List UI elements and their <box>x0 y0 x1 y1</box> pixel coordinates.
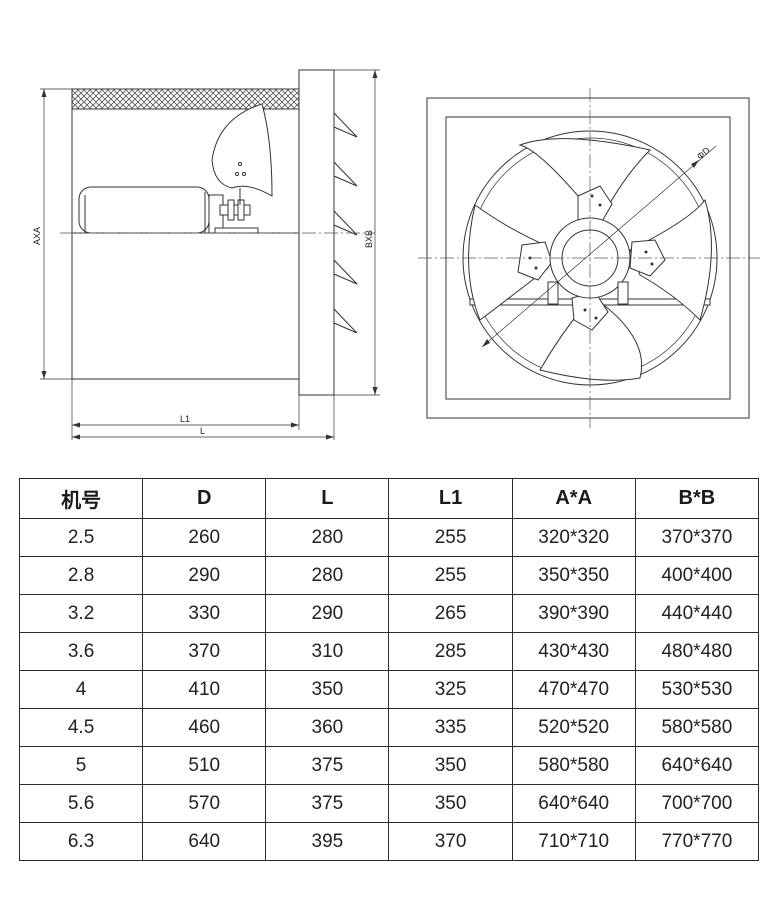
header-bxb: B*B <box>634 478 760 519</box>
table-cell: 770*770 <box>634 822 760 861</box>
table-cell: 375 <box>265 746 390 785</box>
table-cell: 520*520 <box>511 708 636 747</box>
table-cell: 260 <box>142 518 267 557</box>
table-cell: 350*350 <box>511 556 636 595</box>
table-cell: 640 <box>142 822 267 861</box>
spec-table: 机号 D L L1 A*A B*B 2.5 260 280 255 320*32… <box>18 478 760 861</box>
table-cell: 580*580 <box>511 746 636 785</box>
table-cell: 290 <box>265 594 390 633</box>
fan-technical-drawing: AXA BXB L1 L <box>32 69 760 440</box>
table-cell: 480*480 <box>634 632 760 671</box>
table-cell: 310 <box>265 632 390 671</box>
header-d: D <box>142 478 267 519</box>
table-row: 2.5 260 280 255 320*320 370*370 <box>18 518 760 557</box>
table-cell: 370*370 <box>634 518 760 557</box>
table-cell: 410 <box>142 670 267 709</box>
table-row: 6.3 640 395 370 710*710 770*770 <box>18 822 760 861</box>
table-cell: 6.3 <box>18 822 144 861</box>
hub <box>517 185 666 331</box>
table-cell: 510 <box>142 746 267 785</box>
mounting-flange <box>298 69 335 396</box>
table-header-row: 机号 D L L1 A*A B*B <box>18 478 760 519</box>
table-cell: 5.6 <box>18 784 144 823</box>
table-row: 4.5 460 360 335 520*520 580*580 <box>18 708 760 747</box>
table-cell: 375 <box>265 784 390 823</box>
table-cell: 265 <box>388 594 513 633</box>
table-cell: 640*640 <box>511 784 636 823</box>
table-cell: 2.5 <box>18 518 144 557</box>
table-row: 3.2 330 290 265 390*390 440*440 <box>18 594 760 633</box>
table-cell: 390*390 <box>511 594 636 633</box>
table-cell: 580*580 <box>634 708 760 747</box>
table-cell: 5 <box>18 746 144 785</box>
table-row: 3.6 370 310 285 430*430 480*480 <box>18 632 760 671</box>
table-cell: 280 <box>265 556 390 595</box>
table-row: 2.8 290 280 255 350*350 400*400 <box>18 556 760 595</box>
table-cell: 255 <box>388 518 513 557</box>
table-cell: 395 <box>265 822 390 861</box>
table-cell: 370 <box>388 822 513 861</box>
header-axa: A*A <box>511 478 636 519</box>
dim-label-l1: L1 <box>180 414 190 424</box>
table-cell: 2.8 <box>18 556 144 595</box>
table-cell: 370 <box>142 632 267 671</box>
table-cell: 4 <box>18 670 144 709</box>
header-l1: L1 <box>388 478 513 519</box>
table-cell: 440*440 <box>634 594 760 633</box>
table-cell: 285 <box>388 632 513 671</box>
table-row: 5.6 570 375 350 640*640 700*700 <box>18 784 760 823</box>
table-cell: 330 <box>142 594 267 633</box>
side-view <box>40 69 380 440</box>
table-cell: 255 <box>388 556 513 595</box>
table-cell: 700*700 <box>634 784 760 823</box>
dim-label-l: L <box>200 426 205 436</box>
table-cell: 400*400 <box>634 556 760 595</box>
dim-label-bxb: BXB <box>364 230 374 248</box>
table-cell: 320*320 <box>511 518 636 557</box>
table-cell: 350 <box>388 746 513 785</box>
table-cell: 290 <box>142 556 267 595</box>
louvres <box>333 112 358 334</box>
front-view <box>418 88 760 428</box>
table-cell: 530*530 <box>634 670 760 709</box>
table-cell: 350 <box>388 784 513 823</box>
fan-blade-side <box>211 103 273 197</box>
table-cell: 350 <box>265 670 390 709</box>
table-cell: 360 <box>265 708 390 747</box>
table-cell: 325 <box>388 670 513 709</box>
fan-housing <box>71 232 300 380</box>
table-cell: 280 <box>265 518 390 557</box>
table-cell: 3.6 <box>18 632 144 671</box>
motor-body <box>78 186 210 234</box>
table-cell: 3.2 <box>18 594 144 633</box>
mesh-guard <box>71 88 300 110</box>
table-cell: 430*430 <box>511 632 636 671</box>
table-cell: 4.5 <box>18 708 144 747</box>
table-cell: 570 <box>142 784 267 823</box>
diameter-line <box>481 145 717 348</box>
dim-label-diameter: ΦD <box>695 145 712 162</box>
table-cell: 710*710 <box>511 822 636 861</box>
fan-blades-front <box>468 138 712 381</box>
motor-bracket <box>219 204 251 216</box>
header-model-no: 机号 <box>18 478 144 519</box>
table-cell: 335 <box>388 708 513 747</box>
table-cell: 460 <box>142 708 267 747</box>
header-l: L <box>265 478 390 519</box>
table-row: 5 510 375 350 580*580 640*640 <box>18 746 760 785</box>
table-row: 4 410 350 325 470*470 530*530 <box>18 670 760 709</box>
table-cell: 640*640 <box>634 746 760 785</box>
dim-label-axa: AXA <box>32 227 42 245</box>
table-cell: 470*470 <box>511 670 636 709</box>
